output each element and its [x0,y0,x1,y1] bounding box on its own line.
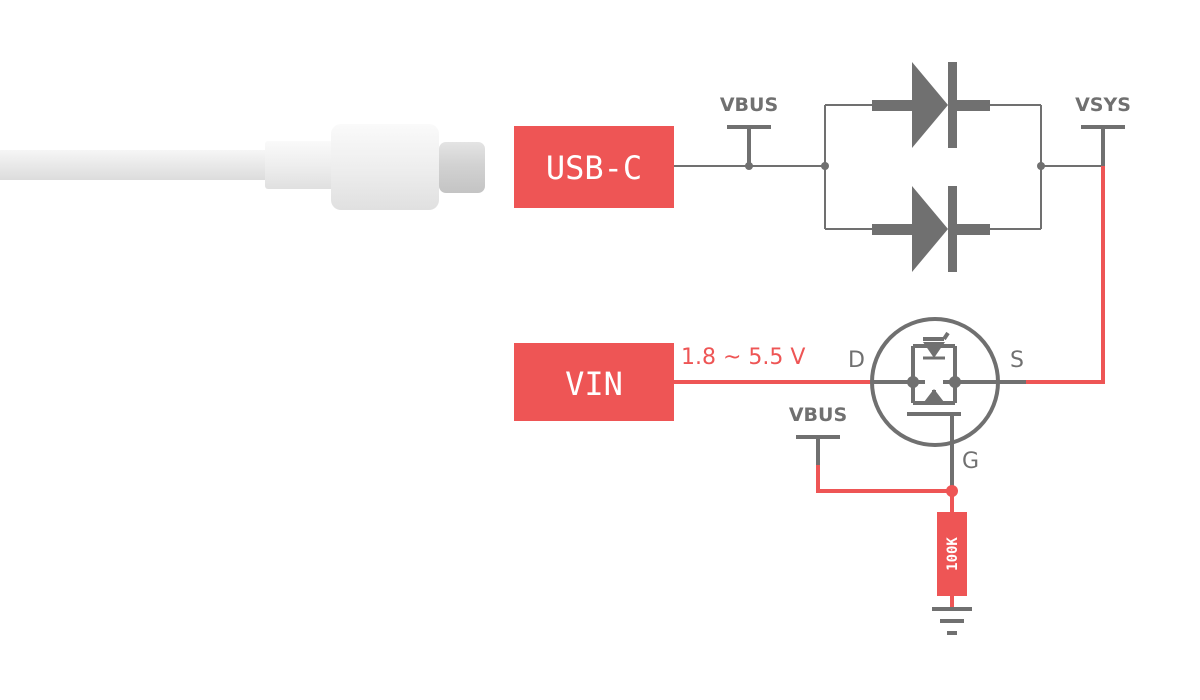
p-channel-mosfet-icon [870,317,1026,491]
vbus-gate-label: VBUS [789,404,847,426]
schottky-diode-icon [872,186,990,272]
vsys-terminal: VSYS [1075,94,1131,166]
resistor-value-label: 100K [945,537,961,571]
usb-c-label: USB-C [546,149,642,187]
voltage-range-label: 1.8 ~ 5.5 V [681,345,805,370]
vin-path-wires [674,166,1105,609]
schottky-diode-icon [872,62,990,148]
vbus-gate-terminal: VBUS [789,404,847,465]
diode-right-junction-dot [1037,162,1045,170]
gate-junction-dot [946,485,958,497]
usb-c-box: USB-C [514,126,674,208]
drain-pin-label: D [848,348,865,373]
vbus-top-label: VBUS [720,94,778,116]
vin-label: VIN [565,365,623,403]
vbus-top-terminal: VBUS [720,94,778,166]
vin-box: VIN [514,343,674,421]
ground-icon [932,607,972,635]
gate-pin-label: G [962,449,979,474]
resistor: 100K [937,512,967,596]
vbus-junction-dot [745,162,753,170]
vsys-label: VSYS [1075,94,1131,116]
usb-c-cable-icon [0,124,485,210]
source-pin-label: S [1010,348,1024,373]
diode-left-junction-dot [821,162,829,170]
